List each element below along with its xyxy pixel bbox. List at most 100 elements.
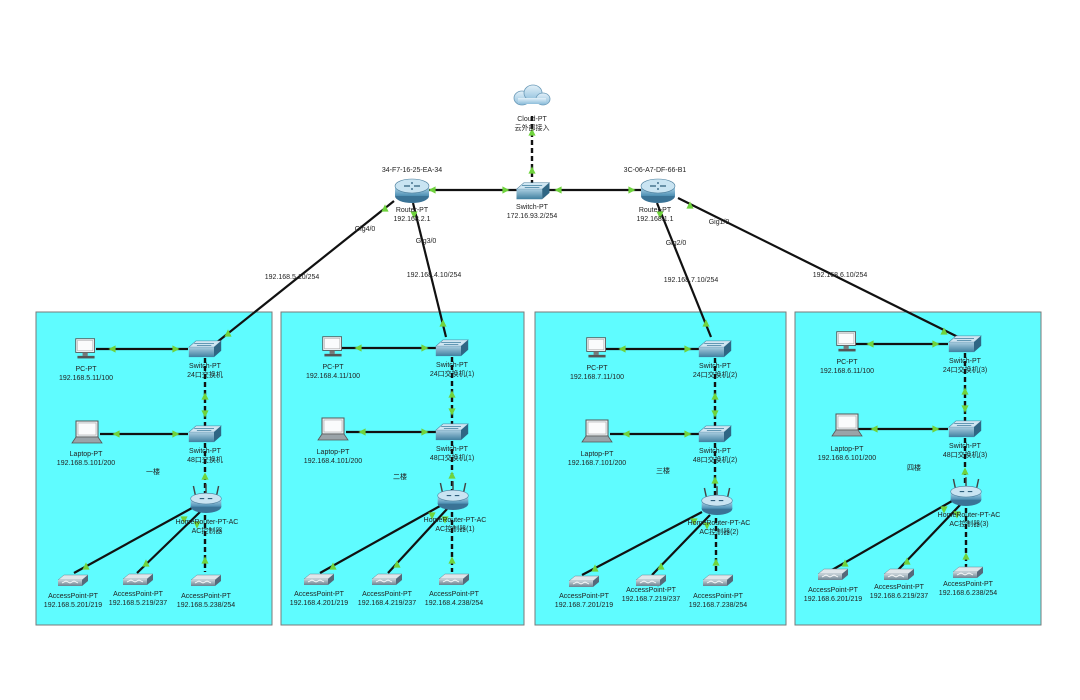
link-2-port: Gig3/0 [416, 238, 437, 245]
router-left[interactable]: 34-F7-16-25-EA-34 Router-PT 192.168.2.1 [382, 167, 442, 223]
access-point-3[interactable]: AccessPoint-PT 192.168.4.238/254 [425, 573, 483, 607]
wireless-router-device[interactable]: HomeRouter-PT-AC AC控制器(2) [688, 486, 751, 536]
floor-label: 二楼 [393, 472, 407, 481]
access-point-name: AccessPoint-PT [113, 591, 164, 598]
port-status-light [428, 512, 436, 520]
laptop-device[interactable]: Laptop-PT 192.168.6.101/200 [818, 413, 876, 462]
cloud-device[interactable]: Cloud-PT 云外部接入 [513, 84, 551, 132]
port-status-light [711, 392, 719, 400]
port-status-light [528, 128, 536, 136]
switch-48-device[interactable]: Switch-PT 48口交换机(2) [693, 425, 737, 464]
port-status-light [711, 410, 719, 418]
switch-48-name: Switch-PT [699, 448, 732, 455]
switch-icon [516, 182, 550, 200]
pc-device[interactable]: PC-PT 192.168.5.11/100 [59, 338, 113, 382]
access-point-name: AccessPoint-PT [559, 593, 610, 600]
port-status-light [591, 564, 599, 572]
access-point-icon [438, 573, 470, 586]
port-status-light [439, 319, 447, 327]
link-1-net: 192.168.5.10/254 [265, 274, 320, 281]
switch-48-label: 48口交换机(3) [943, 450, 987, 459]
port-status-light [712, 558, 720, 566]
port-status-light [502, 186, 510, 194]
port-status-light [201, 472, 209, 480]
switch-48-name: Switch-PT [436, 446, 469, 453]
access-point-3[interactable]: AccessPoint-PT 192.168.7.238/254 [689, 574, 747, 609]
router-left-ip: 192.168.2.1 [394, 216, 431, 223]
link-4-net: 192.168.6.10/254 [813, 272, 868, 279]
switch-48-device[interactable]: Switch-PT 48口交换机(3) [943, 420, 987, 459]
router-left-name: Router-PT [396, 207, 429, 214]
switch-icon [948, 335, 982, 353]
core-switch-ip: 172.16.93.2/254 [507, 213, 558, 220]
switch-48-device[interactable]: Switch-PT 48口交换机 [187, 425, 223, 464]
access-point-icon [57, 574, 89, 587]
laptop-device[interactable]: Laptop-PT 192.168.5.101/200 [57, 420, 115, 467]
pc-ip: 192.168.6.11/100 [820, 368, 874, 375]
port-status-light [690, 518, 698, 526]
pc-device[interactable]: PC-PT 192.168.6.11/100 [820, 331, 874, 375]
uplink-building-4 [677, 197, 959, 338]
switch-icon [948, 420, 982, 438]
uplink-building-2 [411, 202, 448, 338]
access-point-1[interactable]: AccessPoint-PT 192.168.6.201/219 [804, 568, 862, 603]
cloud-name: Cloud-PT [517, 116, 547, 123]
laptop-icon [581, 419, 613, 443]
port-status-light [711, 476, 719, 484]
port-status-light [172, 430, 180, 438]
switch-icon [188, 340, 222, 358]
wireless-router-label: AC控制器(1) [435, 524, 474, 533]
access-point-2[interactable]: AccessPoint-PT 192.168.6.219/237 [870, 568, 928, 600]
switch-48-label: 48口交换机 [187, 455, 223, 464]
router-left-mac: 34-F7-16-25-EA-34 [382, 167, 442, 174]
access-point-3[interactable]: AccessPoint-PT 192.168.6.238/254 [939, 566, 997, 597]
wireless-router-name: HomeRouter-PT-AC [938, 512, 1001, 519]
router-right[interactable]: 3C-06-A7-DF-66-B1 Router-PT 192.168.1.1 [624, 167, 687, 223]
floor-label: 四楼 [907, 463, 921, 472]
port-status-light [684, 430, 692, 438]
access-point-icon [371, 573, 403, 586]
port-status-light [866, 340, 874, 348]
wireless-router-name: HomeRouter-PT-AC [176, 519, 239, 526]
wireless-router-device[interactable]: HomeRouter-PT-AC AC控制器(1) [424, 481, 487, 533]
core-switch-name: Switch-PT [516, 204, 549, 211]
access-point-1[interactable]: AccessPoint-PT 192.168.7.201/219 [555, 575, 613, 609]
router-right-name: Router-PT [639, 207, 672, 214]
switch-24-label: 24口交换机 [187, 370, 223, 379]
access-point-1[interactable]: AccessPoint-PT 192.168.5.201/219 [44, 574, 102, 609]
port-status-light [554, 186, 562, 194]
port-status-light [428, 186, 436, 194]
switch-icon [698, 340, 732, 358]
access-point-2[interactable]: AccessPoint-PT 192.168.4.219/237 [358, 573, 416, 607]
laptop-device[interactable]: Laptop-PT 192.168.7.101/200 [568, 419, 626, 467]
laptop-device[interactable]: Laptop-PT 192.168.4.101/200 [304, 417, 362, 465]
building-3: PC-PT 192.168.7.11/100 Switch-PT 24口交换机(… [555, 337, 751, 609]
wireless-router-device[interactable]: HomeRouter-PT-AC AC控制器 [176, 484, 239, 535]
switch-48-name: Switch-PT [189, 448, 222, 455]
pc-name: PC-PT [587, 365, 609, 372]
switch-24-device[interactable]: Switch-PT 24口交换机(2) [693, 340, 737, 379]
access-point-icon [635, 574, 667, 587]
wireless-router-device[interactable]: HomeRouter-PT-AC AC控制器(3) [938, 477, 1001, 528]
access-point-1[interactable]: AccessPoint-PT 192.168.4.201/219 [290, 573, 348, 607]
port-status-light [381, 204, 389, 212]
port-status-light [622, 430, 630, 438]
pc-ip: 192.168.4.11/100 [306, 373, 360, 380]
switch-24-device[interactable]: Switch-PT 24口交换机(1) [430, 339, 474, 378]
access-point-2[interactable]: AccessPoint-PT 192.168.7.219/237 [622, 574, 680, 603]
port-status-light [870, 425, 878, 433]
floor-label: 三楼 [656, 466, 670, 475]
switch-24-device[interactable]: Switch-PT 24口交换机 [187, 340, 223, 379]
port-status-light [932, 340, 940, 348]
access-point-2[interactable]: AccessPoint-PT 192.168.5.219/237 [109, 573, 167, 607]
core-switch[interactable]: Switch-PT 172.16.93.2/254 [507, 182, 558, 220]
switch-48-device[interactable]: Switch-PT 48口交换机(1) [430, 423, 474, 462]
switch-24-device[interactable]: Switch-PT 24口交换机(3) [943, 335, 987, 374]
port-status-light [393, 560, 401, 568]
pc-device[interactable]: PC-PT 192.168.4.11/100 [306, 336, 360, 380]
port-status-light [421, 428, 429, 436]
port-status-light [628, 186, 636, 194]
core-links [215, 116, 959, 344]
pc-device[interactable]: PC-PT 192.168.7.11/100 [570, 337, 624, 381]
access-point-3[interactable]: AccessPoint-PT 192.168.5.238/254 [177, 574, 235, 609]
